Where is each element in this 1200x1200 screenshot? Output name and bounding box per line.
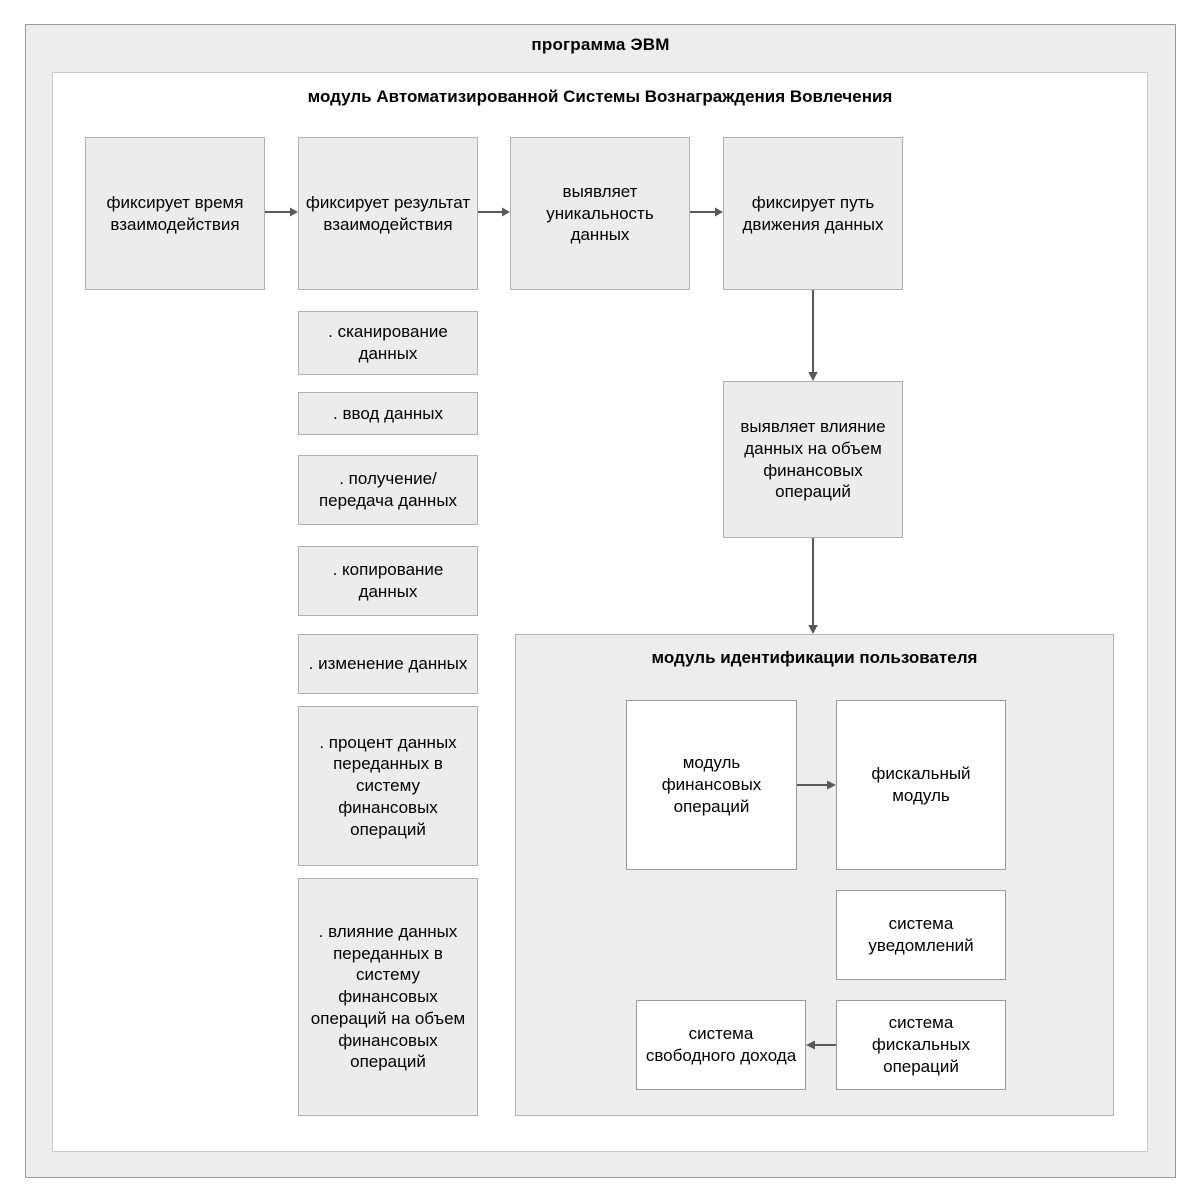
node-influence-label: . влияние данных переданных в систему фи…: [310, 921, 466, 1072]
arrow-detect-impact-to-user-module: [806, 538, 820, 635]
node-fiscal-ops-system[interactable]: система фискальных операций: [836, 1000, 1006, 1090]
node-detect-impact[interactable]: выявляет влияние данных на объем финансо…: [723, 381, 903, 538]
node-percent[interactable]: . процент данных переданных в систему фи…: [298, 706, 478, 866]
arrow-fix-result-to-detect-unique: [478, 206, 511, 218]
node-fix-time-label: фиксирует время взаимодействия: [106, 192, 244, 234]
node-notify-system[interactable]: система уведомлений: [836, 890, 1006, 980]
node-transfer-label: . получение/передача данных: [318, 469, 458, 510]
node-fix-time[interactable]: фиксирует время взаимодействия: [85, 137, 265, 290]
node-free-income-label: система свободного дохода: [645, 1024, 797, 1065]
node-copy[interactable]: . копирование данных: [298, 546, 478, 616]
node-fin-ops-module-label: модуль финансовых операций: [661, 753, 762, 816]
node-fix-result[interactable]: фиксирует результат взаимодействия: [298, 137, 478, 290]
arrow-fiscal-ops-to-free-income: [806, 1039, 837, 1051]
node-influence[interactable]: . влияние данных переданных в систему фи…: [298, 878, 478, 1116]
node-scan[interactable]: . сканирование данных: [298, 311, 478, 375]
arrow-detect-unique-to-fix-path: [690, 206, 724, 218]
node-scan-label: . сканирование данных: [328, 322, 448, 363]
node-fix-path-label: фиксирует путь движения данных: [742, 192, 884, 234]
node-percent-label: . процент данных переданных в систему фи…: [319, 732, 457, 839]
arrow-fix-path-to-detect-impact: [806, 290, 820, 382]
node-fiscal-ops-system-label: система фискальных операций: [871, 1013, 971, 1076]
node-change-label: . изменение данных: [308, 654, 468, 674]
arrow-fin-ops-to-fiscal-module: [797, 779, 837, 791]
node-copy-label: . копирование данных: [332, 560, 444, 601]
user-identification-panel: модуль идентификации пользователя: [515, 634, 1114, 1116]
node-fiscal-module-label: фискальный модуль: [871, 764, 971, 805]
program-panel-title: программа ЭВМ: [531, 35, 670, 54]
node-input[interactable]: . ввод данных: [298, 392, 478, 435]
node-transfer[interactable]: . получение/передача данных: [298, 455, 478, 525]
node-free-income[interactable]: система свободного дохода: [636, 1000, 806, 1090]
user-identification-panel-title: модуль идентификации пользователя: [651, 648, 978, 667]
node-fix-result-label: фиксирует результат взаимодействия: [305, 192, 471, 234]
node-fix-path[interactable]: фиксирует путь движения данных: [723, 137, 903, 290]
node-fiscal-module[interactable]: фискальный модуль: [836, 700, 1006, 870]
node-detect-unique[interactable]: выявляет уникальность данных: [510, 137, 690, 290]
node-fin-ops-module[interactable]: модуль финансовых операций: [626, 700, 797, 870]
node-detect-unique-label: выявляет уникальность данных: [546, 181, 654, 245]
node-change[interactable]: . изменение данных: [298, 634, 478, 694]
node-detect-impact-label: выявляет влияние данных на объем финансо…: [740, 417, 886, 502]
node-notify-system-label: система уведомлений: [868, 914, 974, 955]
arrow-fix-time-to-fix-result: [265, 206, 299, 218]
node-input-label: . ввод данных: [333, 403, 443, 423]
asvv-module-panel-title: модуль Автоматизированной Системы Вознаг…: [307, 87, 893, 106]
